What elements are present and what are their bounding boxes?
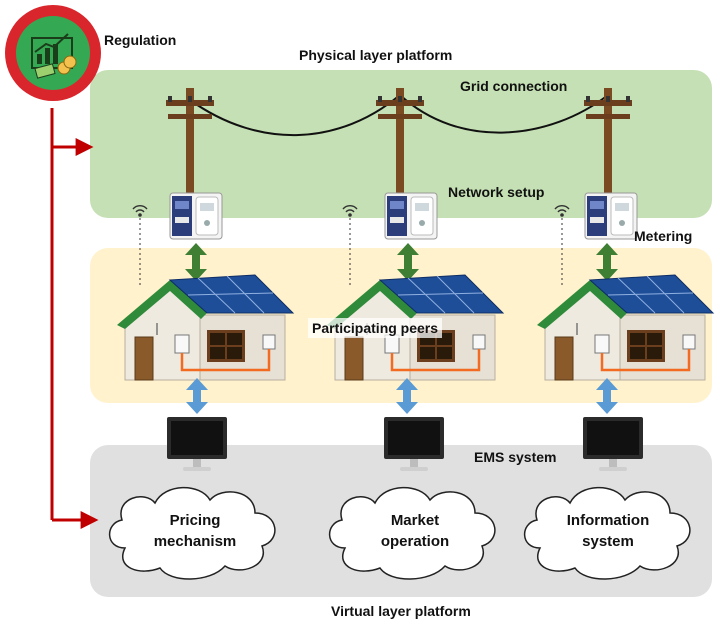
cloud-line: Pricing — [169, 512, 221, 529]
meter-icon — [584, 192, 638, 240]
regulation-connector — [50, 108, 99, 529]
cloud-line: system — [582, 533, 634, 550]
grid-connection-label: Grid connection — [460, 78, 568, 94]
ems-system-label: EMS system — [474, 449, 557, 465]
participating-peers-label: Participating peers — [308, 318, 443, 338]
metering-arrow — [185, 243, 618, 281]
metering-label: Metering — [634, 228, 693, 244]
virtual-layer-title: Virtual layer platform — [331, 603, 471, 619]
meter-icon — [384, 192, 438, 240]
cloud-line: operation — [380, 533, 450, 550]
regulation-icon — [5, 5, 101, 101]
cloud-line: Market — [390, 512, 440, 529]
network-setup-label: Network setup — [448, 184, 545, 200]
meter-icon — [169, 192, 223, 240]
cloud-line: Information — [566, 512, 650, 529]
cloud-label-pricing: Pricing mechanism — [150, 510, 240, 552]
ems-arrow — [186, 378, 618, 414]
cloud-label-information: Information system — [553, 510, 663, 552]
cloud-line: mechanism — [153, 533, 237, 550]
physical-layer-title: Physical layer platform — [299, 47, 453, 63]
regulation-label: Regulation — [104, 32, 177, 48]
cloud-label-market: Market operation — [370, 510, 460, 552]
